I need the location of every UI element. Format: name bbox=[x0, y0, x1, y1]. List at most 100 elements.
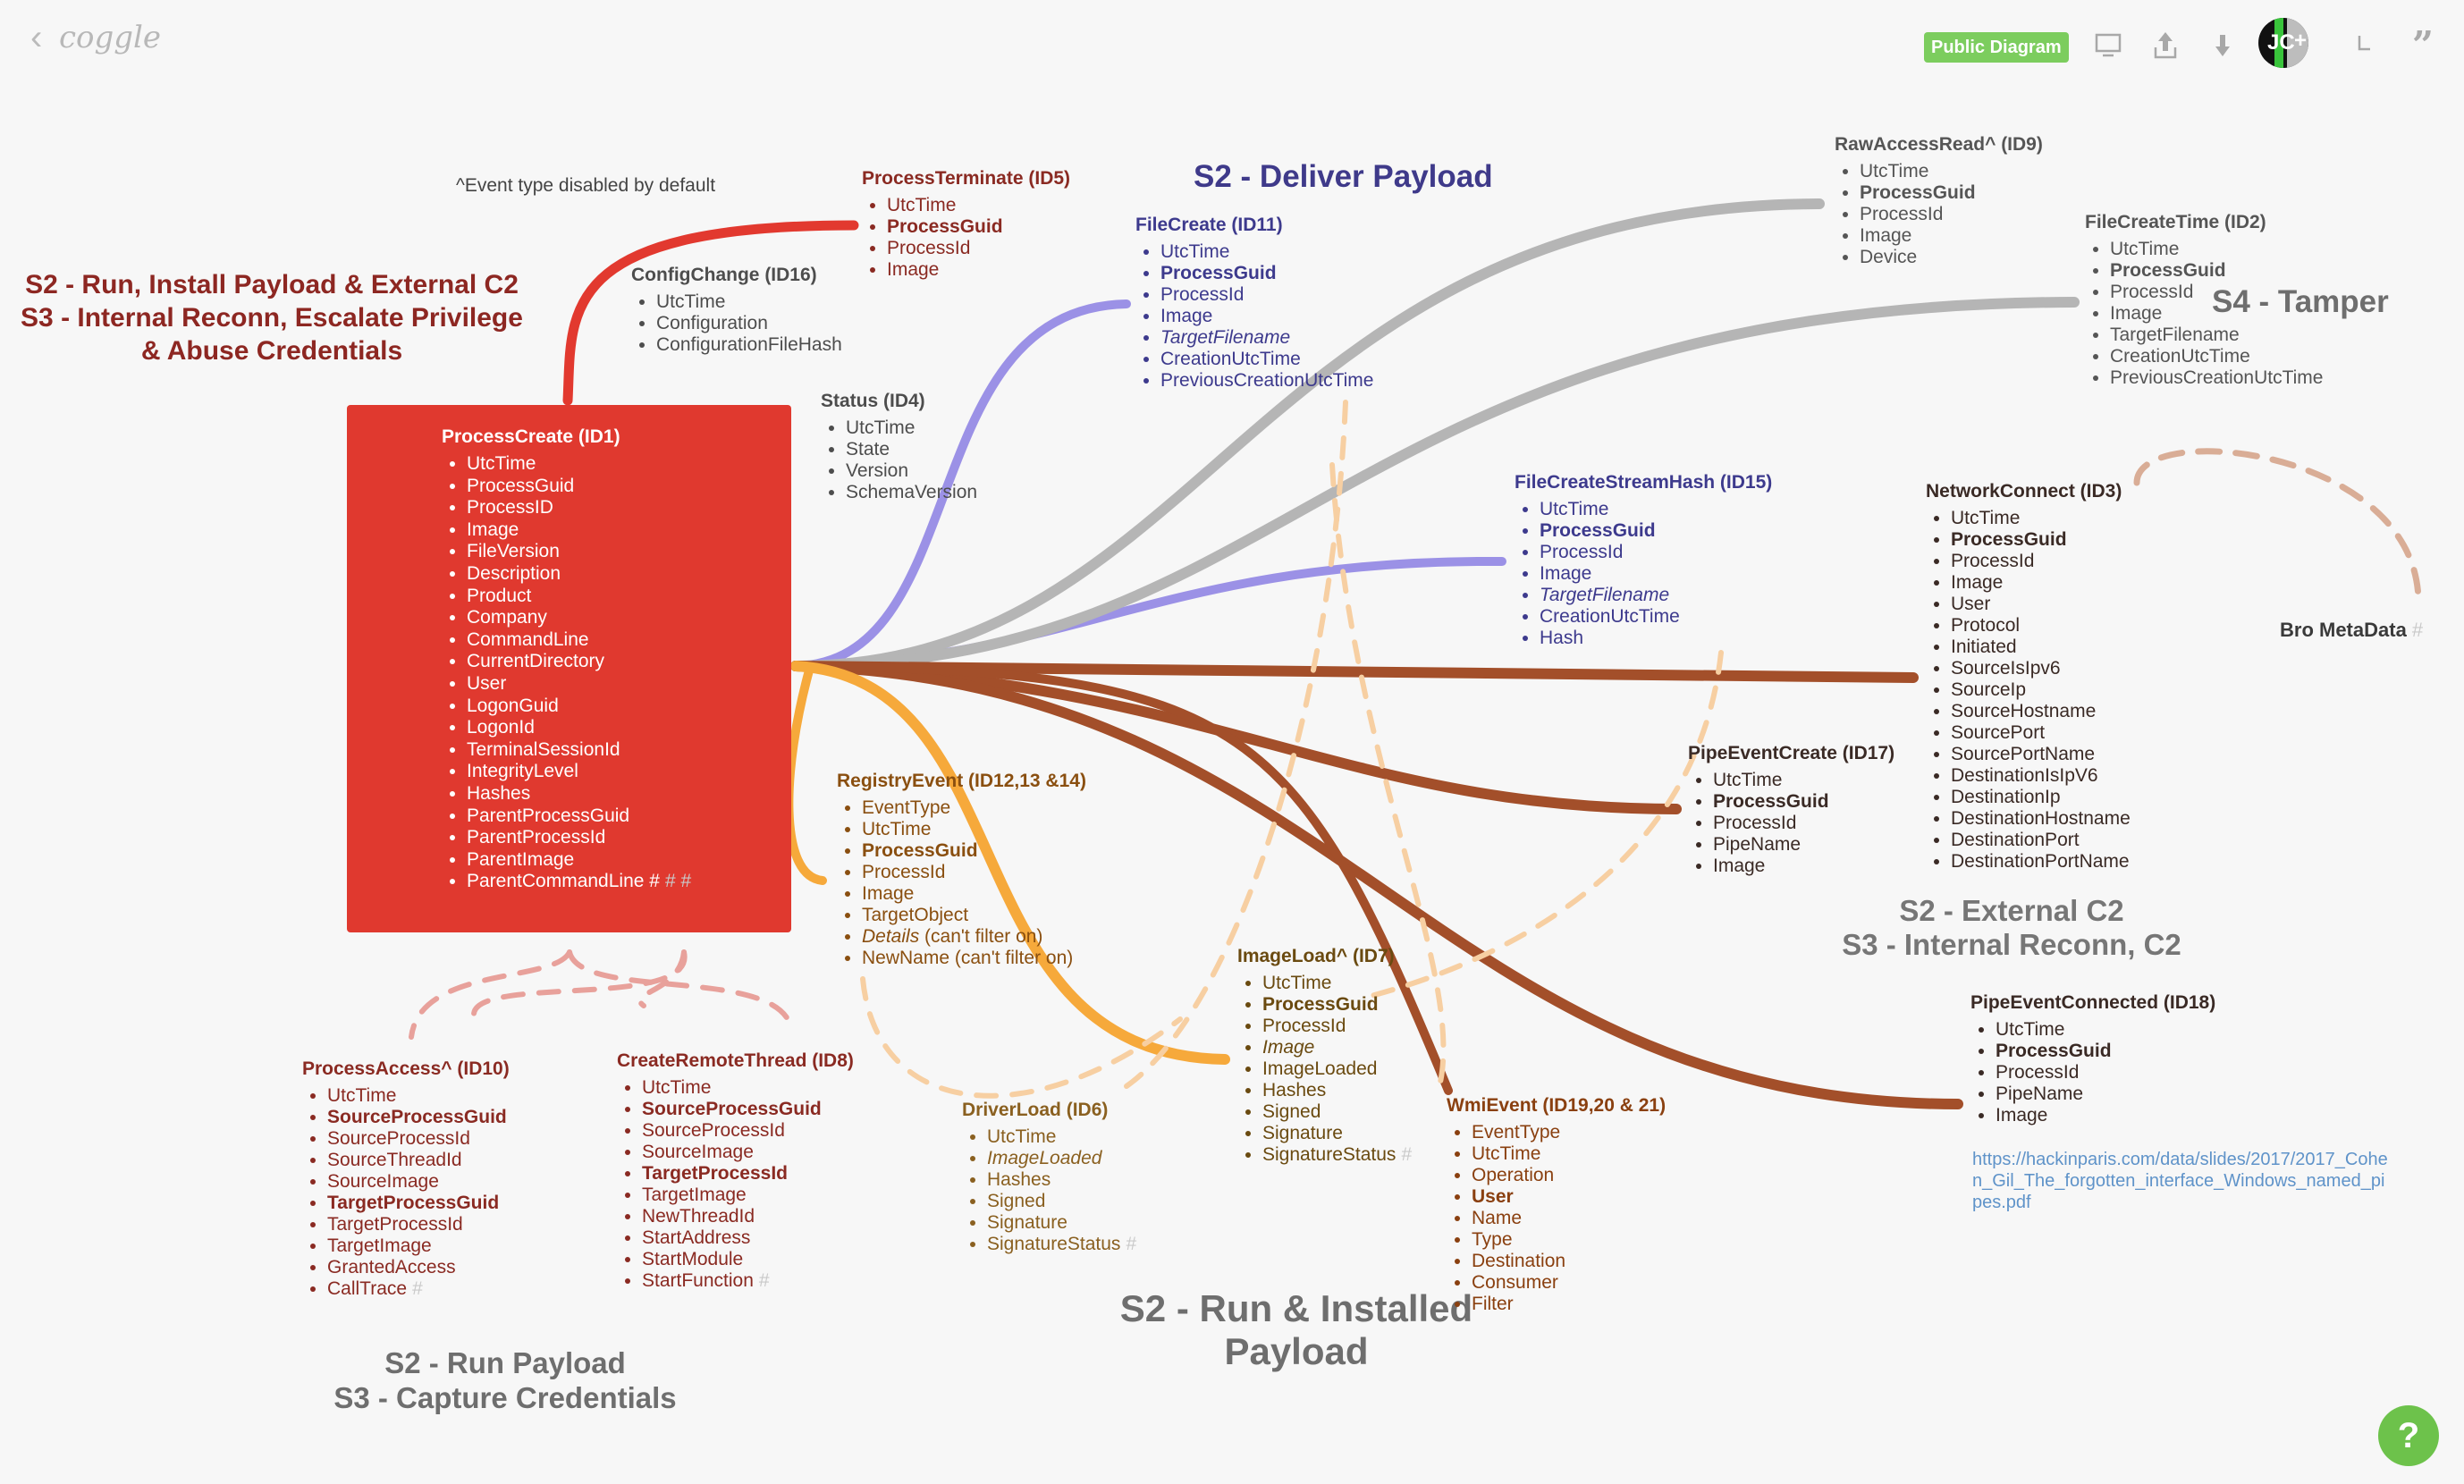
heading-external-line2: S3 - Internal Reconn, C2 bbox=[1842, 928, 2181, 961]
field-label: Image bbox=[862, 883, 915, 904]
driver-load-node[interactable]: DriverLoad (ID6)UtcTimeImageLoadedHashes… bbox=[962, 1100, 1136, 1255]
image-load-node[interactable]: ImageLoad^ (ID7) UtcTimeProcessGuidProces… bbox=[1237, 946, 1412, 1166]
file-create-node[interactable]: FileCreate (ID11)UtcTimeProcessGuidProce… bbox=[1135, 215, 1373, 392]
field-label: Device bbox=[1860, 247, 1918, 267]
field-item: Type bbox=[1472, 1229, 1666, 1251]
field-item: ProcessID bbox=[467, 497, 791, 519]
dashed-link-rt-2 bbox=[637, 949, 687, 1008]
public-diagram-badge[interactable]: Public Diagram bbox=[1924, 32, 2069, 63]
avatar[interactable]: JC + bbox=[2258, 18, 2308, 68]
field-label: SourceImage bbox=[327, 1171, 439, 1192]
field-item: NewName (can't filter on) bbox=[862, 948, 1086, 969]
field-label: Filter bbox=[1472, 1294, 1514, 1314]
remote-thread-node[interactable]: CreateRemoteThread (ID8)UtcTimeSourcePro… bbox=[617, 1050, 854, 1292]
field-item: UtcTime bbox=[642, 1077, 854, 1099]
field-item: FileVersion bbox=[467, 541, 791, 563]
link-hash-icon[interactable]: # bbox=[758, 1270, 770, 1291]
config-change-node[interactable]: ConfigChange (ID16)UtcTimeConfigurationC… bbox=[631, 265, 842, 356]
field-label: ProcessId bbox=[2110, 282, 2194, 302]
pipe-connected-node[interactable]: PipeEventConnected (ID18)UtcTimeProcessG… bbox=[1970, 992, 2215, 1126]
field-item: SourceProcessGuid bbox=[642, 1099, 854, 1120]
field-item: ProcessId bbox=[1860, 204, 2043, 225]
file-create-time-node[interactable]: FileCreateTime (ID2)UtcTimeProcessGuidPr… bbox=[2085, 212, 2323, 389]
present-icon[interactable] bbox=[2088, 25, 2128, 64]
field-item: PreviousCreationUtcTime bbox=[1160, 370, 1373, 392]
field-label: ProcessGuid bbox=[1540, 520, 1656, 541]
field-label: DestinationHostname bbox=[1951, 808, 2131, 829]
wmi-event-node[interactable]: WmiEvent (ID19,20 & 21)EventTypeUtcTimeO… bbox=[1447, 1095, 1666, 1315]
field-label: SourceProcessGuid bbox=[642, 1099, 822, 1119]
field-item: SourceProcessId bbox=[642, 1120, 854, 1142]
field-item: User bbox=[1472, 1186, 1666, 1208]
field-item: GrantedAccess bbox=[327, 1257, 510, 1278]
node-title: ImageLoad^ (ID7) bbox=[1237, 946, 1395, 966]
field-label: UtcTime bbox=[656, 291, 726, 312]
field-label: ParentImage bbox=[467, 848, 575, 870]
link-hash-icon[interactable]: # bbox=[412, 1278, 423, 1299]
field-label: ProcessGuid bbox=[862, 840, 978, 861]
link-hash-icon[interactable]: # bbox=[1401, 1144, 1413, 1165]
link-hash-icon[interactable]: # bbox=[1126, 1234, 1137, 1254]
field-item: Destination bbox=[1472, 1251, 1666, 1272]
field-item: SourceThreadId bbox=[327, 1150, 510, 1171]
field-label: StartModule bbox=[642, 1249, 744, 1269]
coggle-logo[interactable]: coggle bbox=[59, 20, 162, 55]
bro-metadata-node[interactable]: Bro MetaData# bbox=[2280, 619, 2424, 641]
field-item: Image bbox=[1540, 563, 1772, 585]
field-item: UtcTime bbox=[1540, 499, 1772, 520]
field-item: ProcessId bbox=[1540, 542, 1772, 563]
node-field-list: UtcTimeStateVersionSchemaVersion bbox=[821, 417, 977, 503]
field-label: ProcessGuid bbox=[467, 475, 575, 496]
raw-access-node[interactable]: RawAccessRead^ (ID9)UtcTimeProcessGuidPr… bbox=[1835, 134, 2043, 268]
heading-run-installed-line2: Payload bbox=[1224, 1330, 1369, 1372]
download-icon[interactable] bbox=[2203, 25, 2242, 64]
heading-external: S2 - External C2 S3 - Internal Reconn, C… bbox=[1824, 894, 2199, 962]
node-title: ProcessAccess^ (ID10) bbox=[302, 1058, 510, 1079]
field-label: ProcessId bbox=[1262, 1016, 1346, 1036]
node-field-list: UtcTimeProcessGuidProcessIdImageImageLoa… bbox=[1237, 973, 1412, 1166]
network-connect-node[interactable]: NetworkConnect (ID3)UtcTimeProcessGuidPr… bbox=[1926, 481, 2131, 873]
field-item: UtcTime bbox=[1713, 770, 1894, 791]
field-item: UtcTime bbox=[656, 291, 842, 313]
field-label: Destination bbox=[1472, 1251, 1566, 1271]
field-item: PipeName bbox=[1996, 1083, 2215, 1105]
status-node[interactable]: Status (ID4)UtcTimeStateVersionSchemaVer… bbox=[821, 391, 977, 503]
file-stream-hash-node[interactable]: FileCreateStreamHash (ID15)UtcTimeProces… bbox=[1515, 472, 1772, 649]
share-icon[interactable] bbox=[2146, 25, 2185, 64]
process-access-node[interactable]: ProcessAccess^ (ID10)UtcTimeSourceProces… bbox=[302, 1058, 510, 1300]
field-item: IntegrityLevel bbox=[467, 761, 791, 783]
field-label: User bbox=[1951, 594, 1991, 614]
history-icon[interactable] bbox=[2342, 25, 2382, 64]
field-item: EventType bbox=[1472, 1122, 1666, 1143]
reference-link[interactable]: https://hackinparis.com/data/slides/2017… bbox=[1972, 1150, 2388, 1212]
field-item: User bbox=[1951, 594, 2131, 615]
field-item: UtcTime bbox=[1262, 973, 1412, 994]
field-item: UtcTime bbox=[1860, 161, 2043, 182]
connector-file-create-time bbox=[790, 297, 2080, 671]
field-item: ImageLoaded bbox=[987, 1148, 1136, 1169]
registry-event-node[interactable]: RegistryEvent (ID12,13 &14)EventTypeUtcT… bbox=[837, 771, 1086, 969]
field-label: SourcePortName bbox=[1951, 744, 2096, 764]
comment-icon[interactable]: ” bbox=[2411, 22, 2434, 67]
process-create-card[interactable]: ProcessCreate (ID1) UtcTimeProcessGuidPr… bbox=[347, 405, 791, 932]
field-label: Image bbox=[1262, 1037, 1315, 1058]
field-item: ProcessGuid bbox=[1540, 520, 1772, 542]
link-hash-icon[interactable]: # # bbox=[664, 871, 692, 892]
field-label: UtcTime bbox=[1262, 973, 1332, 993]
dashed-link-hash bbox=[1365, 650, 1724, 999]
field-item: Signed bbox=[1262, 1101, 1412, 1123]
node-field-list: UtcTimeProcessGuidProcessIdPipeNameImage bbox=[1970, 1019, 2215, 1126]
field-item: ParentImage bbox=[467, 849, 791, 872]
back-button[interactable]: ‹ bbox=[30, 18, 43, 57]
help-button[interactable]: ? bbox=[2378, 1405, 2439, 1466]
pipe-create-node[interactable]: PipeEventCreate (ID17)UtcTimeProcessGuid… bbox=[1688, 743, 1894, 877]
field-label: UtcTime bbox=[1472, 1143, 1541, 1164]
field-label: CreationUtcTime bbox=[2110, 346, 2250, 367]
process-terminate-node[interactable]: ProcessTerminate (ID5)UtcTimeProcessGuid… bbox=[862, 168, 1070, 281]
field-item: UtcTime bbox=[987, 1126, 1136, 1148]
avatar-more: + bbox=[2294, 29, 2308, 53]
field-label: PipeName bbox=[1996, 1083, 2084, 1104]
heading-tamper: S4 - Tamper bbox=[2212, 284, 2389, 319]
heading-run-install-line2: S3 - Internal Reconn, Escalate Privilege bbox=[21, 303, 523, 333]
field-item: ProcessGuid bbox=[862, 840, 1086, 862]
